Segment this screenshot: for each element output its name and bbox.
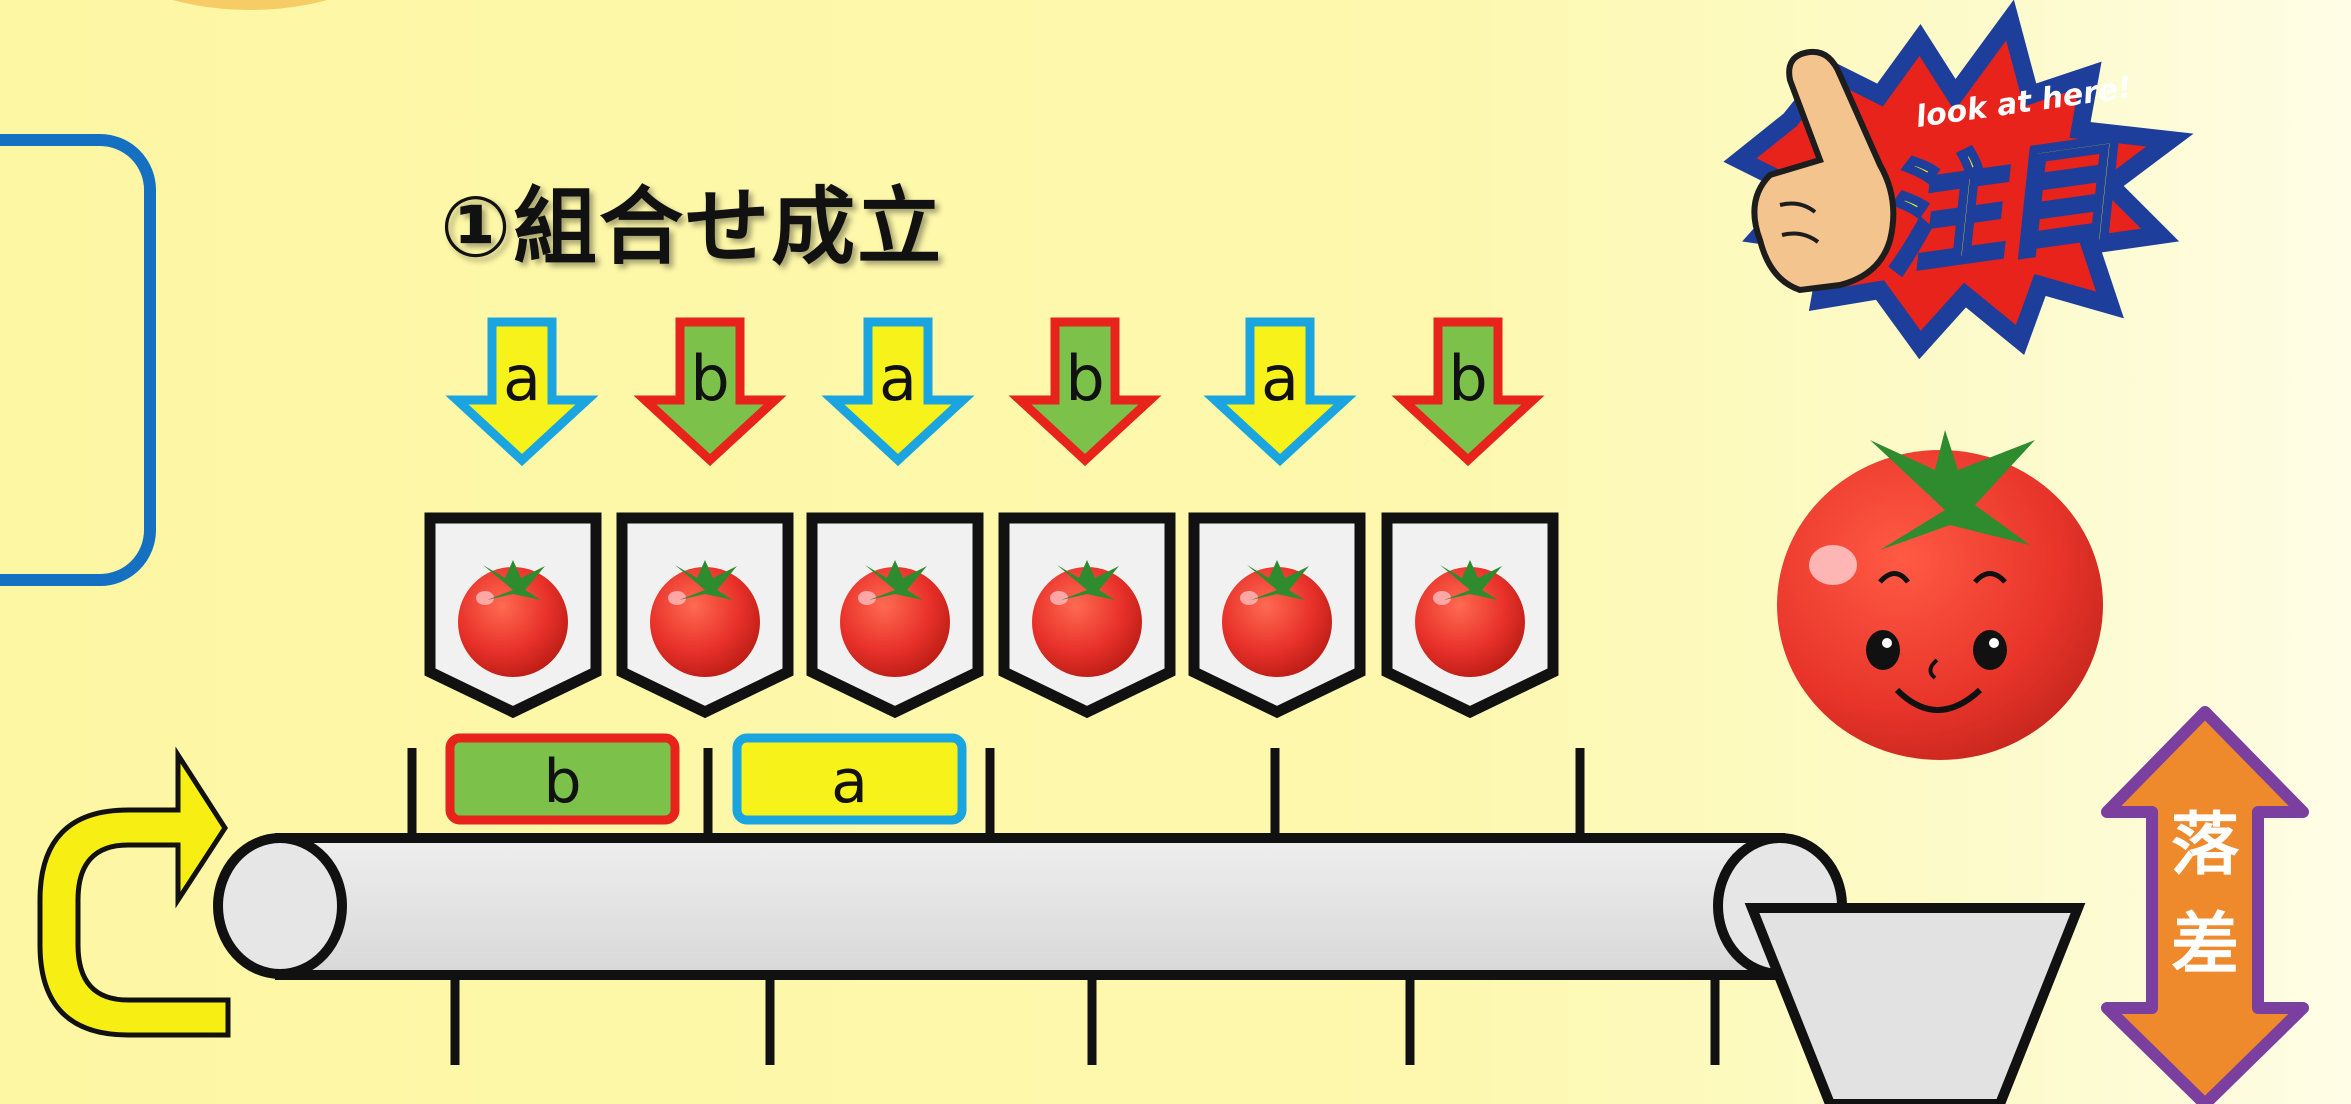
input-arrow-label: a bbox=[503, 342, 541, 415]
tomato-icon bbox=[840, 560, 950, 677]
hopper bbox=[424, 512, 602, 719]
tomato-icon bbox=[1415, 560, 1525, 677]
tomato-icon bbox=[1032, 560, 1142, 677]
belt-legs bbox=[450, 975, 1720, 1065]
weighing-hoppers bbox=[424, 512, 1559, 719]
input-arrow-label: b bbox=[690, 342, 729, 415]
tomato-icon bbox=[650, 560, 760, 677]
side-panel bbox=[0, 134, 156, 586]
input-arrow-label: b bbox=[1065, 342, 1104, 415]
input-arrow-a: a bbox=[821, 317, 975, 467]
drop-label-2: 差 bbox=[2171, 906, 2239, 985]
input-arrow-b: b bbox=[1008, 317, 1162, 467]
tomato-icon bbox=[1222, 560, 1332, 677]
corner-circle bbox=[172, 0, 328, 10]
conveyor-belt bbox=[213, 833, 1847, 980]
drop-height-arrow: 落 差 bbox=[2101, 706, 2309, 1104]
return-arrow bbox=[37, 746, 231, 1038]
conveyor-item-b: b bbox=[445, 733, 680, 825]
conveyor-item-label: a bbox=[831, 747, 868, 817]
attention-badge: look at here! 注目 bbox=[1723, 0, 2194, 360]
hopper bbox=[1188, 512, 1366, 719]
input-arrow-label: a bbox=[1261, 342, 1299, 415]
hopper bbox=[616, 512, 794, 719]
pointing-hand-icon bbox=[1751, 48, 1897, 294]
input-arrow-a: a bbox=[1203, 317, 1357, 467]
input-arrow-label: b bbox=[1448, 342, 1487, 415]
input-arrow-label: a bbox=[879, 342, 917, 415]
input-arrow-a: a bbox=[445, 317, 599, 467]
tomato-mascot bbox=[1777, 430, 2103, 760]
hopper bbox=[1381, 512, 1559, 719]
hopper bbox=[998, 512, 1176, 719]
belt-top-posts bbox=[407, 748, 1585, 835]
conveyor-item-label: b bbox=[543, 747, 581, 817]
tomato-icon bbox=[458, 560, 568, 677]
hopper bbox=[806, 512, 984, 719]
input-arrow-b: b bbox=[633, 317, 787, 467]
page-title: ①組合せ成立 bbox=[440, 178, 944, 276]
drop-label-1: 落 bbox=[2171, 806, 2240, 885]
input-arrow-b: b bbox=[1391, 317, 1545, 467]
collection-bucket bbox=[1744, 903, 2086, 1104]
conveyor-item-a: a bbox=[732, 733, 967, 825]
